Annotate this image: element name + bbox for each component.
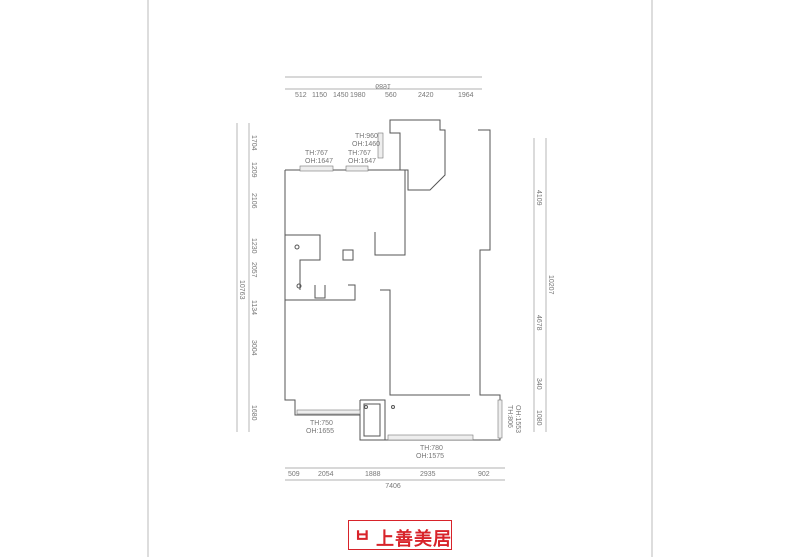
dim: 1980 bbox=[350, 92, 366, 99]
dim: 2054 bbox=[318, 471, 334, 478]
dim: 1209 bbox=[250, 162, 257, 178]
dim: 3004 bbox=[250, 340, 257, 356]
dim: 1964 bbox=[458, 92, 474, 99]
dim: 1080 bbox=[535, 410, 542, 426]
logo bbox=[348, 520, 452, 550]
window-label: TH:767 bbox=[305, 150, 328, 157]
dim: 560 bbox=[385, 92, 397, 99]
dim: 1230 bbox=[250, 238, 257, 254]
window-label: OH:1553 bbox=[514, 405, 521, 433]
dim: 1134 bbox=[250, 300, 257, 315]
dim: 512 bbox=[295, 92, 307, 99]
dim: 2420 bbox=[418, 92, 434, 99]
window-label: OH:1655 bbox=[306, 428, 334, 435]
dim: 2935 bbox=[420, 471, 436, 478]
window-label: TH:960 bbox=[355, 133, 378, 140]
window-label: TH:806 bbox=[506, 405, 513, 428]
dim: 2106 bbox=[250, 193, 257, 209]
left-total: 10763 bbox=[238, 280, 245, 300]
dim: 2057 bbox=[250, 262, 257, 278]
left-dimension: 10763 1704 1209 2106 1230 2057 1134 3004… bbox=[236, 123, 257, 432]
window bbox=[345, 165, 369, 172]
top-dimension: 6891 512 1150 1450 1980 560 2420 1964 bbox=[285, 76, 482, 99]
window-label: OH:1647 bbox=[348, 158, 376, 165]
dim: 1150 bbox=[312, 92, 327, 99]
window bbox=[299, 165, 334, 172]
dim: 1704 bbox=[250, 135, 257, 151]
window bbox=[387, 434, 474, 441]
window bbox=[296, 409, 361, 415]
dim: 1888 bbox=[365, 471, 381, 478]
dim: 902 bbox=[478, 471, 490, 478]
logo-text: 上善美居 bbox=[376, 529, 452, 549]
dim: 1680 bbox=[250, 405, 257, 421]
window-label: OH:1575 bbox=[416, 453, 444, 460]
window-label: OH:1647 bbox=[305, 158, 333, 165]
bottom-dimension: 509 2054 1888 2935 902 7406 bbox=[285, 467, 505, 490]
top-total: 6891 bbox=[375, 82, 391, 89]
window-labels: TH:767 OH:1647 TH:767 OH:1647 TH:960 OH:… bbox=[305, 133, 521, 460]
bottom-total: 7406 bbox=[385, 483, 401, 490]
right-total: 10207 bbox=[547, 275, 554, 295]
logo-mark-icon: ㅂ bbox=[354, 526, 371, 546]
dim: 4678 bbox=[535, 315, 542, 331]
window-label: TH:767 bbox=[348, 150, 371, 157]
window bbox=[377, 132, 384, 159]
window-label: TH:750 bbox=[310, 420, 333, 427]
windows bbox=[296, 132, 503, 441]
dim: 340 bbox=[535, 378, 542, 390]
window bbox=[497, 399, 503, 439]
dim: 4109 bbox=[535, 190, 542, 206]
window-label: OH:1460 bbox=[352, 141, 380, 148]
dim: 509 bbox=[288, 471, 300, 478]
dim: 1450 bbox=[333, 92, 349, 99]
walls bbox=[284, 119, 501, 441]
right-dimension: 4109 4678 340 1080 10207 bbox=[533, 138, 554, 432]
window-label: TH:780 bbox=[420, 445, 443, 452]
